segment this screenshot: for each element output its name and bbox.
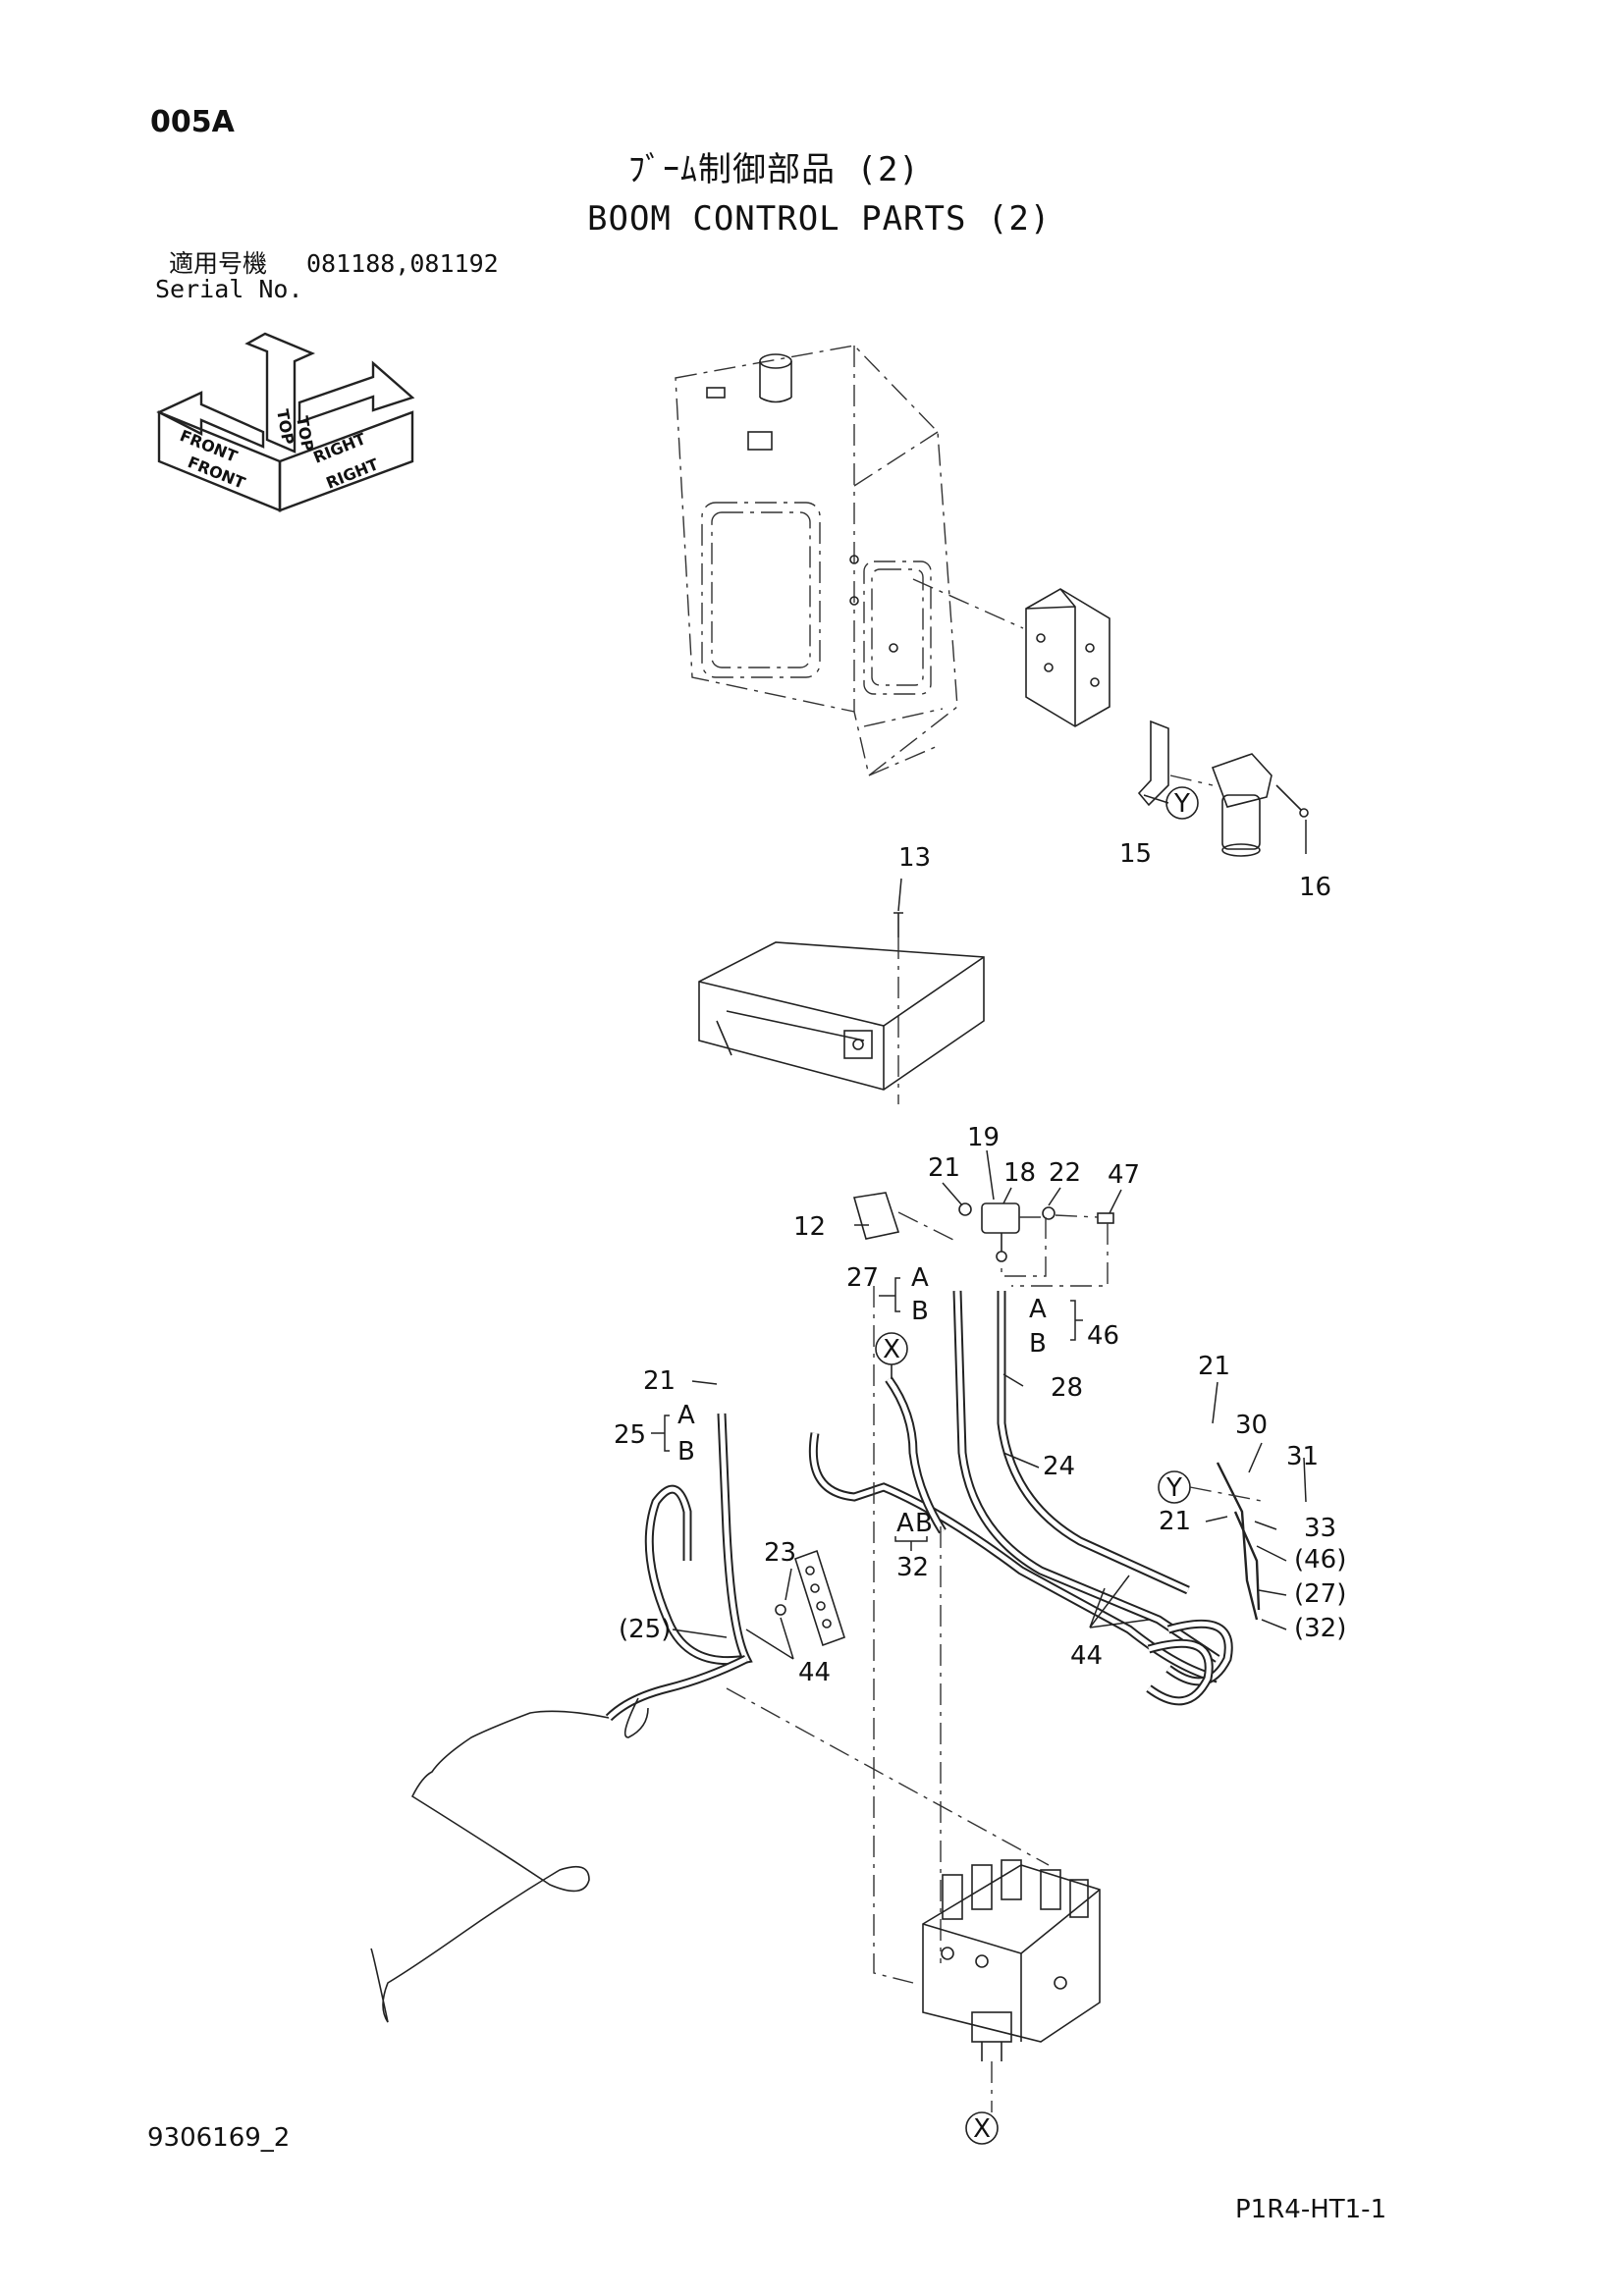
hose-harness (370, 1290, 1261, 2023)
callout-18: 18 (1003, 1158, 1036, 1188)
page-code: 005A (150, 105, 235, 139)
svg-text:X: X (973, 2114, 991, 2144)
callout-47: 47 (1108, 1160, 1140, 1190)
serial-label: Serial No. (155, 275, 303, 303)
callout-28: 28 (1051, 1373, 1083, 1403)
page-title: BOOM CONTROL PARTS (2) (587, 199, 1052, 239)
callout-46: 46 (1087, 1321, 1119, 1351)
part-callouts: 13 15 16 19 21 18 22 47 12 27 46 28 21 2… (614, 839, 1346, 1687)
port-a-46: A (1029, 1295, 1047, 1324)
svg-text:Y: Y (1165, 1473, 1182, 1503)
pilot-valve-block (1025, 588, 1110, 727)
reference-x-lower: X (965, 2111, 999, 2145)
svg-text:X: X (883, 1335, 900, 1364)
port-b-32: B (915, 1509, 933, 1538)
port-labels: A B A B A B A B (677, 1263, 1047, 1538)
callout-27: 27 (846, 1263, 879, 1293)
callout-33: 33 (1304, 1514, 1336, 1543)
serial-label-japanese: 適用号機 (169, 249, 268, 278)
callout-25-ref: (25) (619, 1615, 671, 1644)
callout-15: 15 (1119, 839, 1152, 869)
filter-assembly (1211, 753, 1309, 857)
serial-numbers: 081188,081192 (306, 249, 499, 278)
nut (775, 1604, 786, 1616)
callout-24: 24 (1043, 1452, 1075, 1481)
callout-19: 19 (967, 1123, 1000, 1152)
port-b-27: B (911, 1297, 929, 1326)
port-a-27: A (911, 1263, 929, 1293)
reference-y-lower: Y (1158, 1470, 1191, 1504)
page-title-japanese: ﾌﾞｰﾑ制御部品 (2) (628, 150, 920, 189)
port-a-25: A (677, 1401, 695, 1430)
bracket (1137, 720, 1169, 807)
callout-13: 13 (898, 843, 931, 873)
callout-44-right: 44 (1070, 1641, 1103, 1671)
orientation-icon: TOP TOP FRONT FRONT RIGHT RIGHT (156, 332, 415, 512)
shuttle-valve (958, 1202, 1114, 1262)
callout-21-lower: 21 (1159, 1507, 1191, 1536)
callout-46-ref: (46) (1294, 1545, 1346, 1575)
callout-22: 22 (1049, 1158, 1081, 1188)
callout-31: 31 (1286, 1442, 1319, 1471)
port-b-46: B (1029, 1329, 1047, 1359)
callout-23: 23 (764, 1538, 796, 1568)
leader-lines (651, 794, 1307, 1660)
callout-44-left: 44 (798, 1658, 831, 1687)
plate (852, 1192, 900, 1240)
svg-text:Y: Y (1173, 789, 1190, 819)
callout-21-right: 21 (1198, 1352, 1230, 1381)
reference-y-upper: Y (1165, 786, 1199, 820)
callout-30: 30 (1235, 1411, 1268, 1440)
model-code: P1R4-HT1-1 (1235, 2195, 1387, 2224)
manifold-block (794, 1549, 845, 1647)
orientation-top-label-2: TOP (293, 414, 317, 453)
callout-21-left: 21 (643, 1366, 676, 1396)
port-a-32: A (896, 1509, 914, 1538)
port-b-25: B (677, 1437, 695, 1467)
mounting-bracket (698, 941, 985, 1091)
callout-16: 16 (1299, 873, 1331, 902)
control-valve (922, 1859, 1101, 2061)
reference-x-upper: X (875, 1332, 908, 1365)
drawing-number: 9306169_2 (147, 2123, 291, 2153)
callout-12: 12 (793, 1212, 826, 1242)
callout-32: 32 (896, 1553, 929, 1582)
callout-27-ref: (27) (1294, 1579, 1346, 1609)
callout-21-upper: 21 (928, 1153, 960, 1183)
callout-25: 25 (614, 1420, 646, 1450)
callout-32-ref: (32) (1294, 1614, 1346, 1643)
cab-outline (675, 345, 958, 777)
bolt (893, 912, 903, 937)
